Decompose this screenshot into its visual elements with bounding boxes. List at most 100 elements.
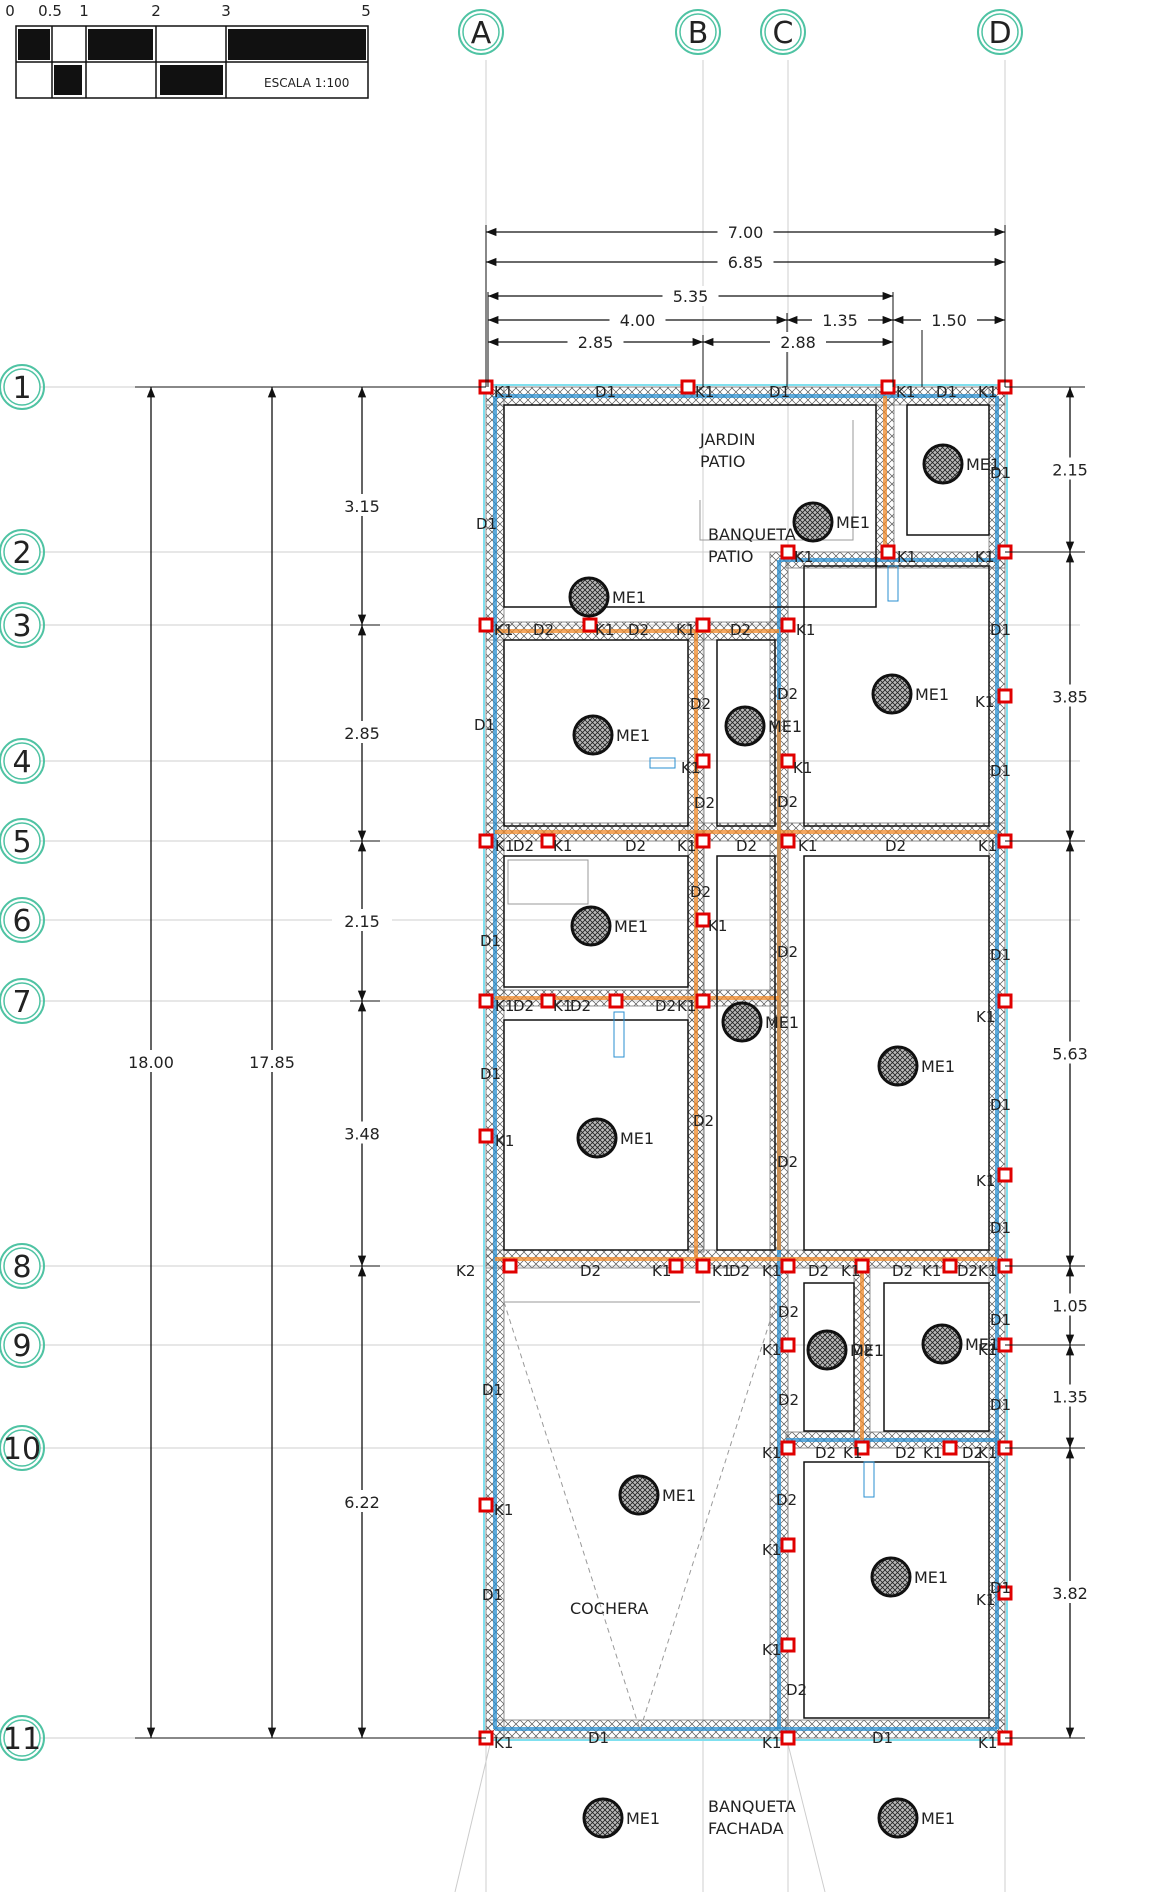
axis-bubble-circle (0, 818, 45, 864)
dim-label: 2.85 (344, 724, 380, 743)
beam-label-d2: D2 (962, 1444, 983, 1462)
footing-circle (618, 1474, 660, 1516)
beam-label-d1: D1 (990, 464, 1011, 482)
dim-top-a-b: 4.00 (488, 310, 787, 330)
column-k1 (997, 1585, 1013, 1601)
beam-label-d1: D1 (990, 762, 1011, 780)
column-k1 (668, 1258, 684, 1274)
column-label: K1 (595, 621, 614, 639)
axis-bubble-ring (3, 822, 41, 860)
beam-label-d2: D2 (957, 1262, 978, 1280)
column-label: K1 (553, 997, 572, 1015)
beam-label-d1: D1 (990, 1396, 1011, 1414)
axis-bubble-6: 6 (0, 897, 45, 943)
dim-label: 1.35 (1052, 1388, 1088, 1407)
footing-circle (721, 1001, 763, 1043)
beam-label-d2: D2 (808, 1262, 829, 1280)
dim-label: 18.00 (128, 1053, 174, 1072)
axis-bubble-ring (3, 533, 41, 571)
column-label: K1 (978, 1262, 997, 1280)
column-label: K1 (677, 997, 696, 1015)
dim-label: 1.05 (1052, 1297, 1088, 1316)
beam-label-d2: D2 (628, 621, 649, 639)
dim-label-bg (1040, 457, 1100, 480)
column-k1 (942, 1440, 958, 1456)
column-label: K1 (978, 383, 997, 401)
footing-me1: ME1 (568, 576, 646, 618)
footing-me1: ME1 (806, 1329, 884, 1371)
room-patio: PATIO (700, 452, 745, 471)
dim-label: 3.82 (1052, 1584, 1088, 1603)
column-label: K1 (798, 837, 817, 855)
axis-number-5: 5 (12, 825, 31, 860)
axis-bubble-11: 11 (0, 1715, 45, 1761)
axis-bubble-ring (3, 982, 41, 1020)
dim-top-total: 7.00 (486, 222, 1005, 242)
axis-bubble-circle (0, 897, 45, 943)
footing-me1: ME1 (877, 1797, 955, 1839)
footing-me1: ME1 (792, 501, 870, 543)
column-k1 (780, 1637, 796, 1653)
footing-me1: ME1 (572, 714, 650, 756)
dim-label-bg (662, 286, 719, 306)
beam-label-d1: D1 (990, 1579, 1011, 1597)
beam-label-d1: D1 (474, 716, 495, 734)
dim-top-c-d: 1.50 (893, 310, 1005, 330)
footing-me1: ME1 (576, 1117, 654, 1159)
footing-me1: ME1 (570, 905, 648, 947)
axis-bubble-circle (0, 978, 45, 1024)
dim-right-seg-1: 3.85 (1040, 552, 1100, 841)
dim-top-inner: 6.85 (486, 252, 1005, 272)
room-banqueta-fachada: BANQUETA (708, 1797, 796, 1816)
dim-label-bg (332, 909, 392, 931)
beam-label-d1: D1 (595, 383, 616, 401)
column-label: K1 (652, 1262, 671, 1280)
axis-bubble-10: 10 (0, 1425, 45, 1471)
column-label: K1 (978, 837, 997, 855)
column-label: K1 (923, 1444, 942, 1462)
dim-label: 2.88 (780, 333, 816, 352)
dim-right-seg-2: 5.63 (1040, 841, 1100, 1266)
footing-circle (572, 714, 614, 756)
beam-label-d2: D2 (786, 1681, 807, 1699)
beam-label-d2: D2 (694, 794, 715, 812)
axis-bubble-ring (3, 1719, 41, 1757)
axis-number-1: 1 (12, 371, 31, 406)
beam-label-d1: D1 (480, 1065, 501, 1083)
column-label: K1 (762, 1734, 781, 1752)
column-label: K1 (676, 621, 695, 639)
axis-bubble-ring (3, 1326, 41, 1364)
column-label: K1 (762, 1541, 781, 1559)
column-label: K1 (978, 1444, 997, 1462)
beam-label-d2: D2 (625, 837, 646, 855)
column-k1 (780, 833, 796, 849)
column-k1 (540, 833, 556, 849)
footing-label: ME1 (914, 1568, 948, 1587)
column-label: K1 (495, 997, 514, 1015)
beam-label-d2: D2 (729, 1262, 750, 1280)
beam-label-d1: D1 (990, 946, 1011, 964)
column-label: K1 (494, 383, 513, 401)
column-k1 (695, 1258, 711, 1274)
dim-label-bg (717, 222, 774, 242)
footing-label: ME1 (915, 685, 949, 704)
beam-label-d2: D2 (852, 1341, 873, 1359)
footing-me1: ME1 (618, 1474, 696, 1516)
beam-label-d2: D2 (778, 1391, 799, 1409)
scale-tick-0: 0 (5, 2, 15, 20)
dim-label-bg (332, 721, 392, 743)
axis-bubble-1: 1 (0, 364, 45, 410)
dim-right-seg-0: 2.15 (1040, 387, 1100, 552)
beam-label-d2: D2 (885, 837, 906, 855)
axis-bubble-circle (977, 9, 1023, 55)
column-label: K1 (495, 1132, 514, 1150)
footing-label: ME1 (965, 1335, 999, 1354)
column-label: K1 (978, 1341, 997, 1359)
dim-label: 3.48 (344, 1125, 380, 1144)
beam-label-d2: D2 (693, 1112, 714, 1130)
axis-bubble-5: 5 (0, 818, 45, 864)
beam-label-d1: D1 (990, 1219, 1011, 1237)
